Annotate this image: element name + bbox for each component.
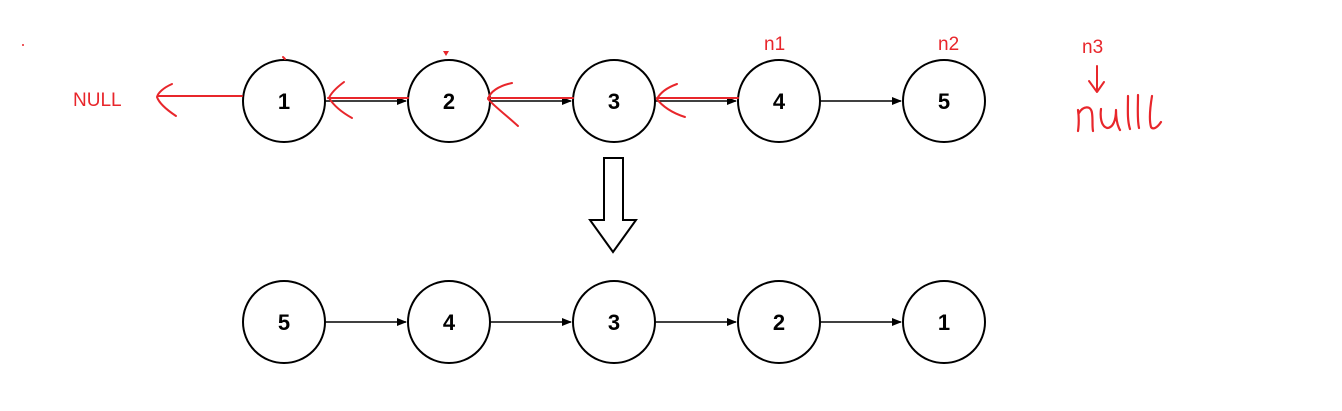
- red-annotations: NULL n1 n2 n3: [73, 34, 1163, 133]
- top-node: 4: [737, 59, 821, 143]
- top-node: 1: [242, 59, 326, 143]
- bottom-node: 1: [902, 280, 986, 364]
- pointer-n2-label: n2: [938, 34, 959, 55]
- top-node-label: 1: [278, 89, 290, 114]
- top-node-label: 2: [443, 89, 455, 114]
- top-node-label: 4: [773, 89, 786, 114]
- bottom-node: 2: [737, 280, 821, 364]
- top-node-label: 3: [608, 89, 620, 114]
- bottom-node: 5: [242, 280, 326, 364]
- reverse-arrow-3-2: [487, 82, 574, 127]
- tick-mark: [443, 51, 449, 56]
- stray-mark: [22, 44, 24, 46]
- n3-down-arrow: [1088, 65, 1105, 93]
- bottom-node: 3: [572, 280, 656, 364]
- reverse-arrow-to-null: [156, 83, 243, 117]
- pointer-n1-label: n1: [764, 34, 785, 55]
- reverse-arrow-2-1: [327, 81, 409, 119]
- tick-mark: [282, 56, 286, 60]
- top-node: 5: [902, 59, 986, 143]
- transform-down-arrow: [588, 157, 638, 254]
- bottom-node-label: 3: [608, 310, 620, 335]
- bottom-list: 5 4 3 2 1: [242, 280, 986, 364]
- bottom-node-label: 1: [938, 310, 950, 335]
- top-node-label: 5: [938, 89, 950, 114]
- bottom-node-label: 4: [443, 310, 456, 335]
- bottom-node: 4: [407, 280, 491, 364]
- bottom-node-label: 2: [773, 310, 785, 335]
- bottom-node-label: 5: [278, 310, 290, 335]
- pointer-n3-label: n3: [1082, 37, 1103, 58]
- top-list: 1 2 3 4 5: [242, 59, 986, 143]
- null-label: NULL: [73, 90, 122, 111]
- top-node: 3: [572, 59, 656, 143]
- reverse-arrow-4-3: [656, 83, 739, 118]
- handwritten-null: [1076, 93, 1163, 133]
- top-node: 2: [407, 59, 491, 143]
